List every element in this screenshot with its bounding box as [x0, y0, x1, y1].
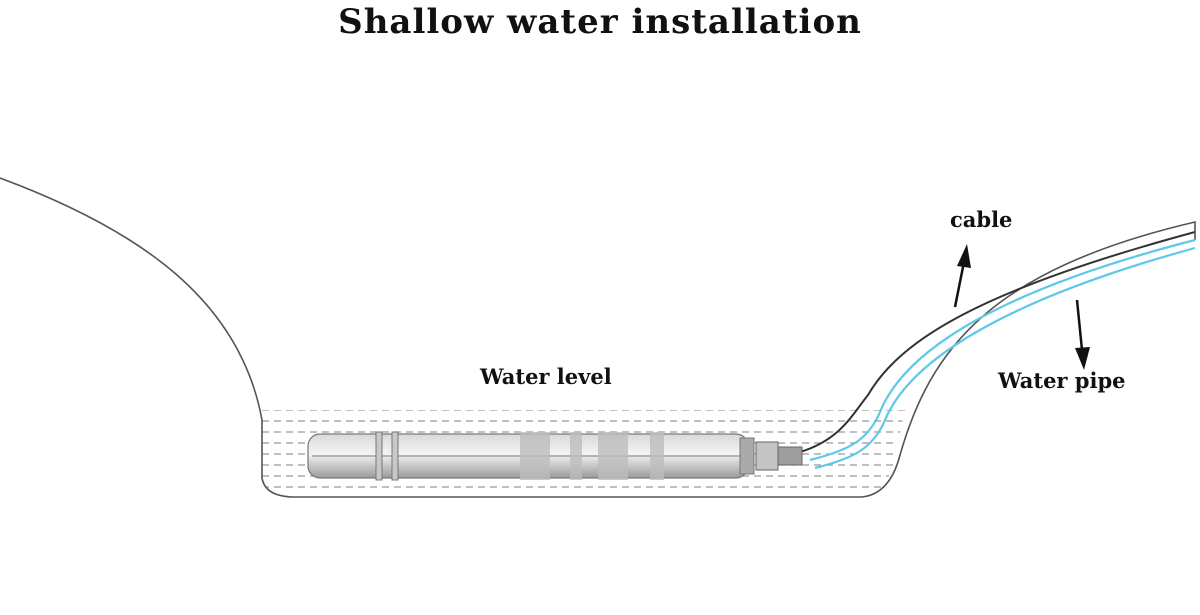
- cable-arrow: [953, 244, 971, 308]
- water-pipe-arrow: [1075, 299, 1090, 370]
- water-level-label: Water level: [480, 364, 612, 389]
- water-pipe-label: Water pipe: [998, 368, 1126, 393]
- diagram-title: Shallow water installation: [338, 2, 862, 42]
- pump: [307, 431, 803, 481]
- power-cable: [799, 231, 1196, 453]
- cable-label: cable: [950, 207, 1013, 232]
- ground-line: [0, 177, 1196, 498]
- water-pipe: [809, 238, 1196, 470]
